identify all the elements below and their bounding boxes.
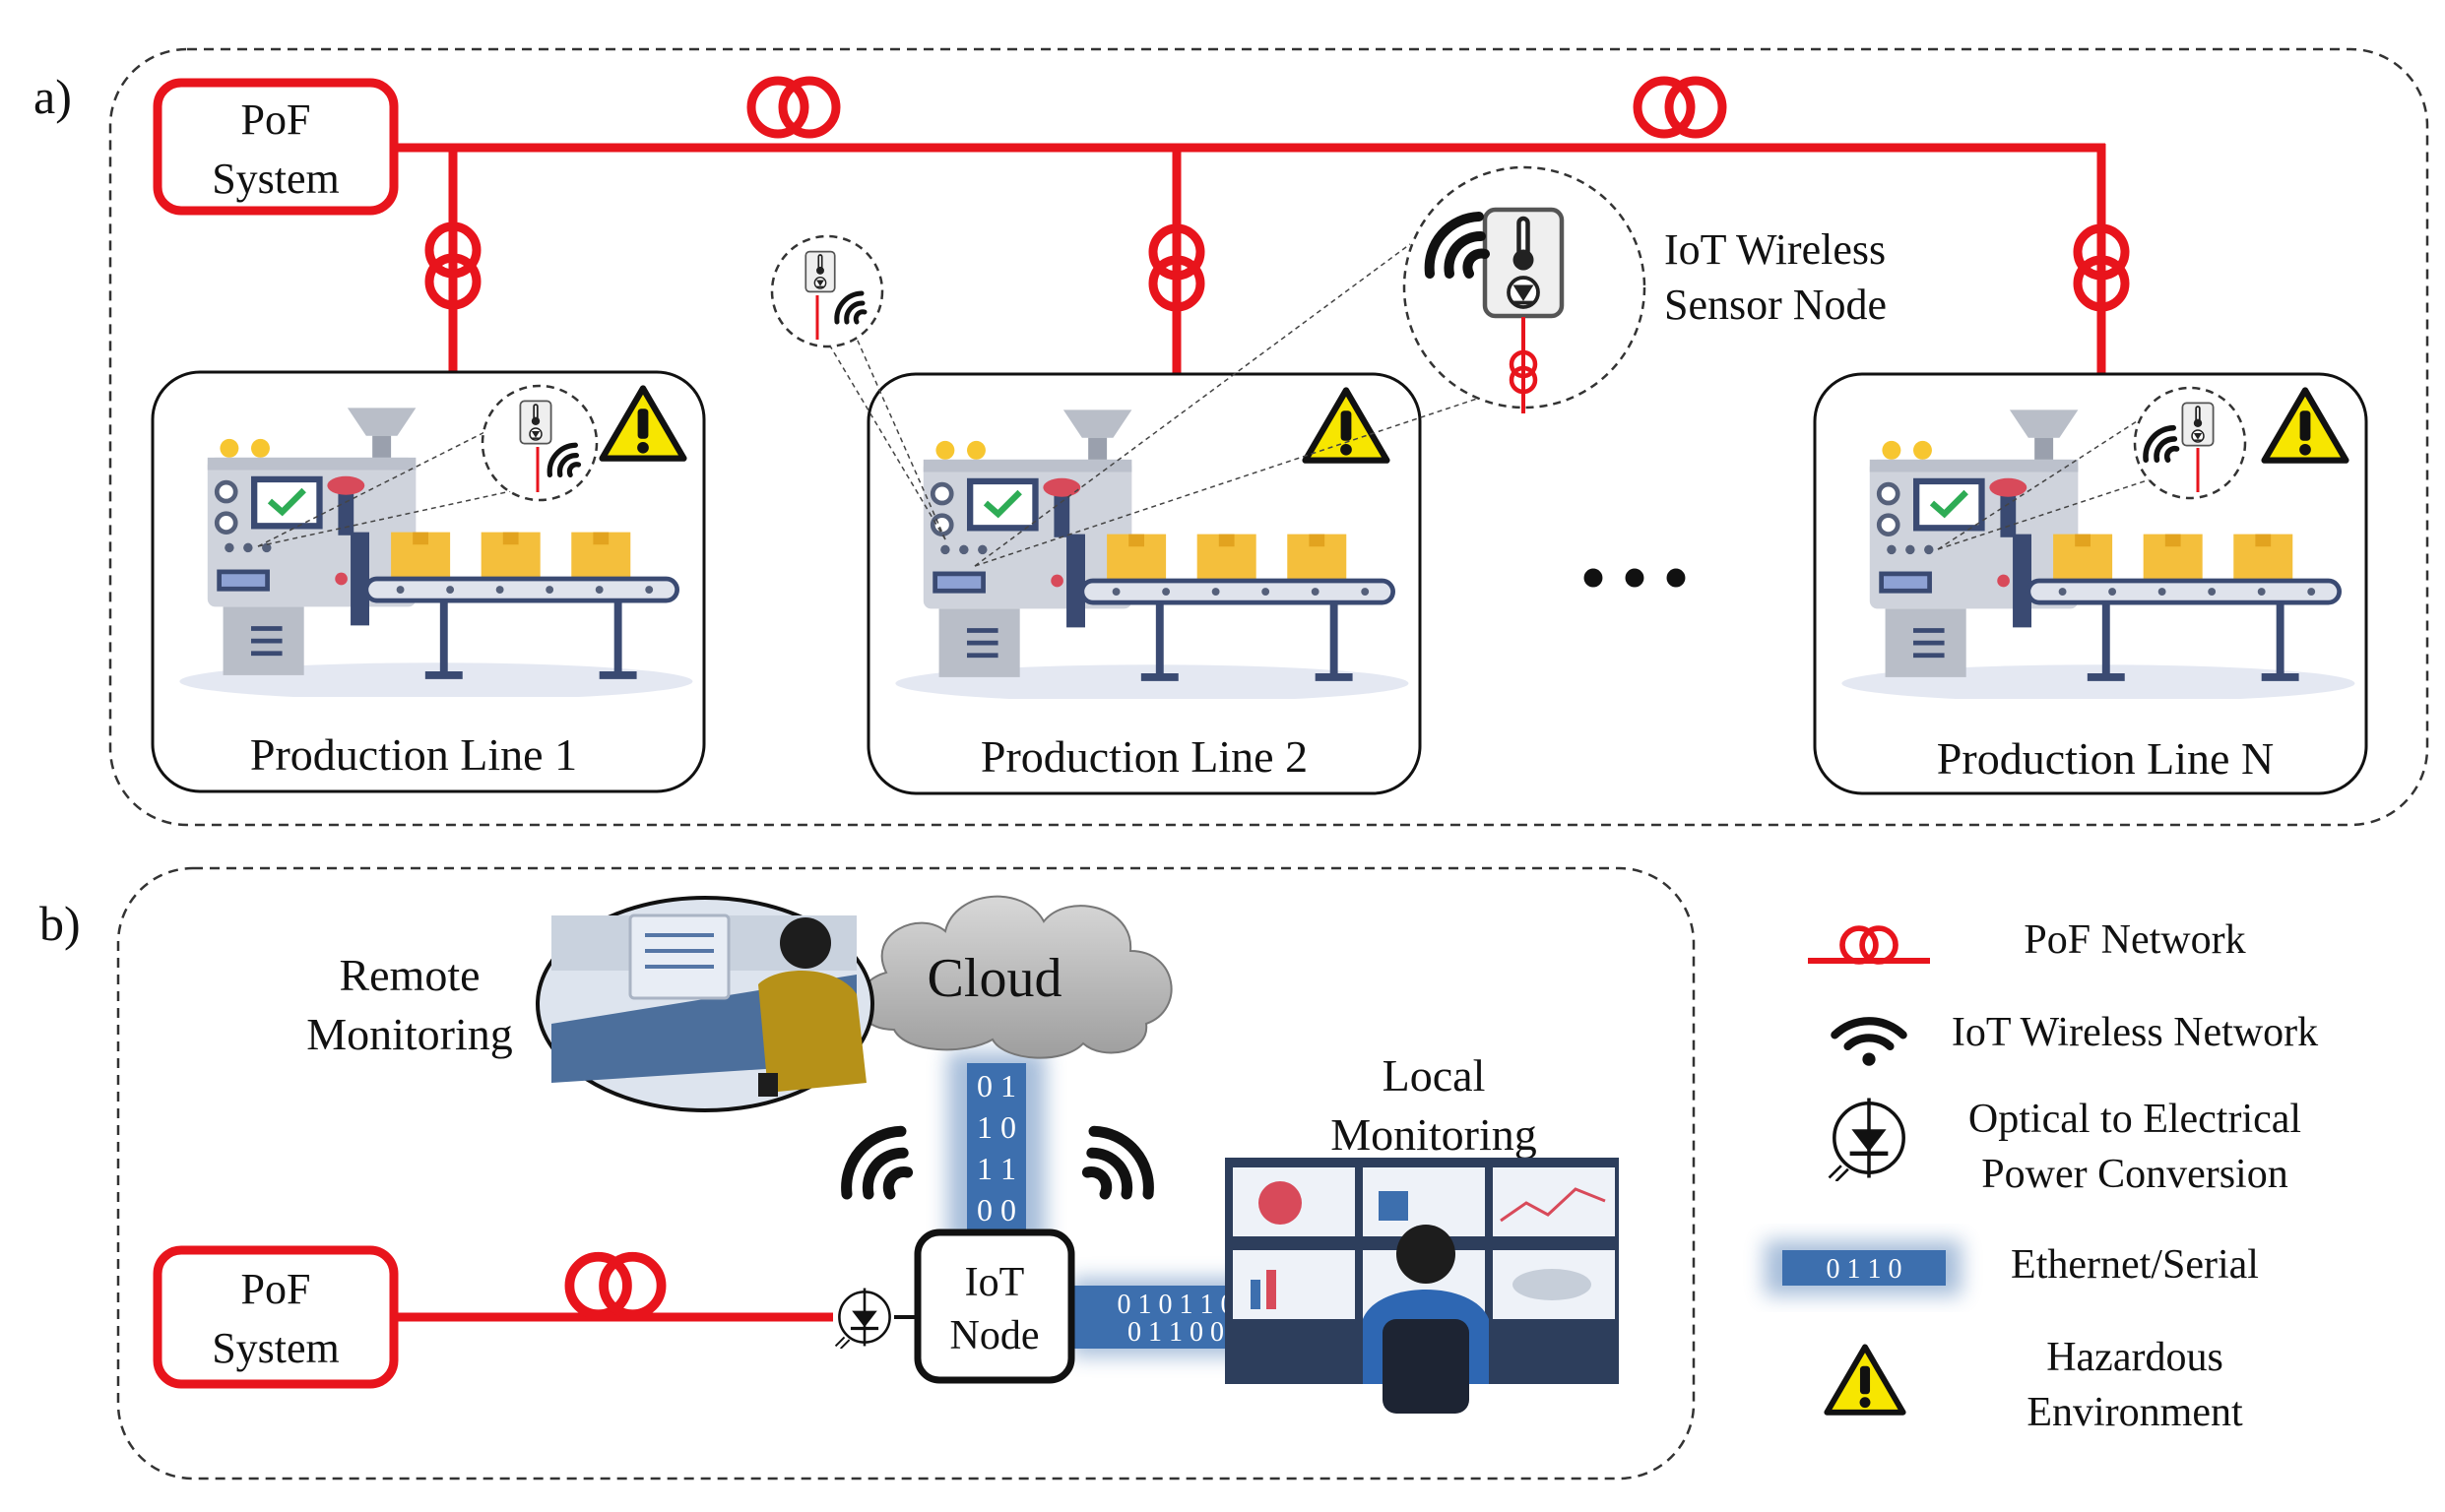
pof-system-box-b: PoF System [153, 1245, 399, 1389]
pof-system-box-a: PoF System [153, 78, 399, 216]
panel-b-border [116, 866, 1696, 1480]
production-line-2: Production Line 2 [867, 372, 1422, 795]
iot-node-text-line2: Node [950, 1313, 1040, 1358]
sensor-callout-line-n [1937, 386, 2247, 550]
panel-b-label: b) [39, 896, 81, 951]
iot-sensor-node-label-line2: Sensor Node [1664, 281, 1887, 329]
production-line-label: Production Line N [1937, 733, 2274, 784]
iot-node-text-line1: IoT [965, 1260, 1025, 1305]
local-monitoring-label-line1: Local [1383, 1050, 1486, 1101]
horizontal-bits-row: 0 1 1 0 0 [1127, 1317, 1224, 1348]
remote-monitoring-illustration [536, 896, 874, 1112]
sensor-callout-line-1 [257, 384, 599, 547]
vertical-bits-row: 1 1 [977, 1151, 1016, 1186]
legend-ethernet-bits: 0 1 1 0 [1827, 1254, 1902, 1285]
horizontal-bits-row: 0 1 0 1 1 0 [1118, 1290, 1235, 1320]
legend-ethernet-serial: Ethernet/Serial [2011, 1242, 2259, 1288]
pof-coil-icon [569, 1257, 661, 1315]
photodiode-icon [1830, 1099, 1904, 1181]
legend-hazardous-line2: Environment [2027, 1390, 2243, 1435]
legend-hazardous-line1: Hazardous [2046, 1335, 2223, 1380]
pof-coil-icon [1638, 81, 1722, 134]
remote-monitoring-label-line1: Remote [339, 950, 480, 1000]
vertical-data-link [967, 1063, 1026, 1236]
iot-node-box: IoT Node [914, 1228, 1075, 1384]
legend-ethernet-bar [1782, 1250, 1946, 1286]
production-line-label: Production Line 2 [981, 731, 1308, 782]
pof-system-text-line2: System [212, 155, 340, 203]
cloud-label: Cloud [928, 948, 1062, 1009]
panel-a-label: a) [33, 69, 72, 124]
vertical-bits-row: 0 1 [977, 1068, 1016, 1103]
legend-optical-conversion-line2: Power Conversion [1981, 1152, 2287, 1197]
sensor-node-icon [2181, 402, 2215, 447]
pof-system-text-line2: System [212, 1324, 340, 1372]
sensor-callout-line-2-large [974, 165, 1646, 567]
iot-sensor-node-label-line1: IoT Wireless [1664, 225, 1886, 274]
sensor-callout-line-2-small [770, 234, 946, 540]
cloud-shape: Cloud [858, 895, 1173, 1059]
wifi-signal-icon [1087, 1131, 1148, 1194]
panel-a-border [108, 47, 2429, 827]
production-line-label: Production Line 1 [250, 729, 577, 780]
sensor-node-icon [804, 250, 836, 293]
sensor-node-icon [1485, 210, 1562, 316]
vertical-bits-row: 0 0 [977, 1192, 1016, 1228]
hazard-warning-icon [1827, 1347, 1902, 1412]
remote-monitoring-label-line2: Monitoring [306, 1009, 513, 1059]
wifi-signal-icon [847, 1131, 908, 1194]
wifi-signal-icon [1834, 1021, 1902, 1065]
legend-iot-wireless-network: IoT Wireless Network [1952, 1010, 2318, 1055]
legend-optical-conversion-line1: Optical to Electrical [1968, 1097, 2301, 1142]
production-line-n: Production Line N [1813, 372, 2368, 795]
legend: PoF Network IoT Wireless Network Optical… [1765, 917, 2318, 1435]
pof-system-text-line1: PoF [241, 1265, 311, 1313]
pof-coil-icon [751, 81, 836, 134]
pof-system-text-line1: PoF [241, 95, 311, 144]
pof-coil-icon [1842, 928, 1896, 962]
more-lines-ellipsis: • • • [1581, 540, 1689, 616]
vertical-bits-row: 1 0 [977, 1109, 1016, 1145]
photodiode-icon [833, 1286, 892, 1349]
production-line-1: Production Line 1 [151, 370, 706, 793]
sensor-node-icon [519, 400, 552, 445]
legend-pof-network: PoF Network [2024, 917, 2245, 963]
local-monitoring-label-line2: Monitoring [1330, 1109, 1537, 1160]
pof-bus-network [394, 81, 2125, 376]
local-monitoring-illustration [1225, 1158, 1619, 1414]
